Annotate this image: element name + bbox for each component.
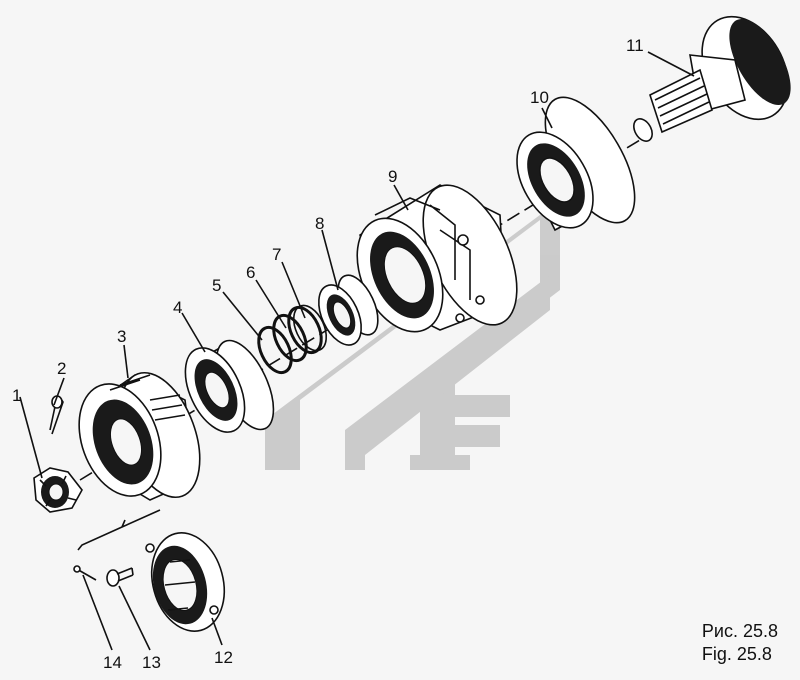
label-part-10: 10 [530,88,549,107]
part-11-shaft [633,15,791,142]
label-part-1: 1 [12,386,21,405]
figure-caption: Рис. 25.8 Fig. 25.8 [702,620,778,666]
group-bracket [77,509,161,551]
label-part-11: 11 [626,36,644,55]
label-part-7: 7 [272,245,281,264]
part-8-bearing [318,274,379,346]
caption-russian: Рис. 25.8 [701,621,778,641]
label-part-2: 2 [57,359,66,378]
label-part-3: 3 [117,327,126,346]
label-part-6: 6 [246,263,255,282]
leader-lines [19,51,695,651]
part-6-ring [272,313,308,363]
part-3-gear-hub [78,371,201,501]
label-part-13: 13 [142,653,161,672]
part-4-bearing [184,339,275,433]
part-1-castle-nut [33,467,83,513]
label-part-4: 4 [173,298,182,317]
part-labels: 1 2 3 4 5 6 7 8 9 10 11 12 13 14 [12,36,644,672]
part-5-ring [257,325,293,375]
part-12-flange-plate [145,532,225,632]
label-part-8: 8 [315,214,324,233]
part-13-bolt [106,567,134,587]
label-part-14: 14 [103,653,122,672]
label-part-5: 5 [212,276,221,295]
part-14-split-pin [73,565,97,581]
caption-english: Fig. 25.8 [701,644,772,664]
label-part-9: 9 [388,167,397,186]
label-part-12: 12 [214,648,233,667]
part-9-housing [356,184,518,333]
part-2-cotter-pin [49,395,64,435]
part-10-bearing [516,96,636,232]
